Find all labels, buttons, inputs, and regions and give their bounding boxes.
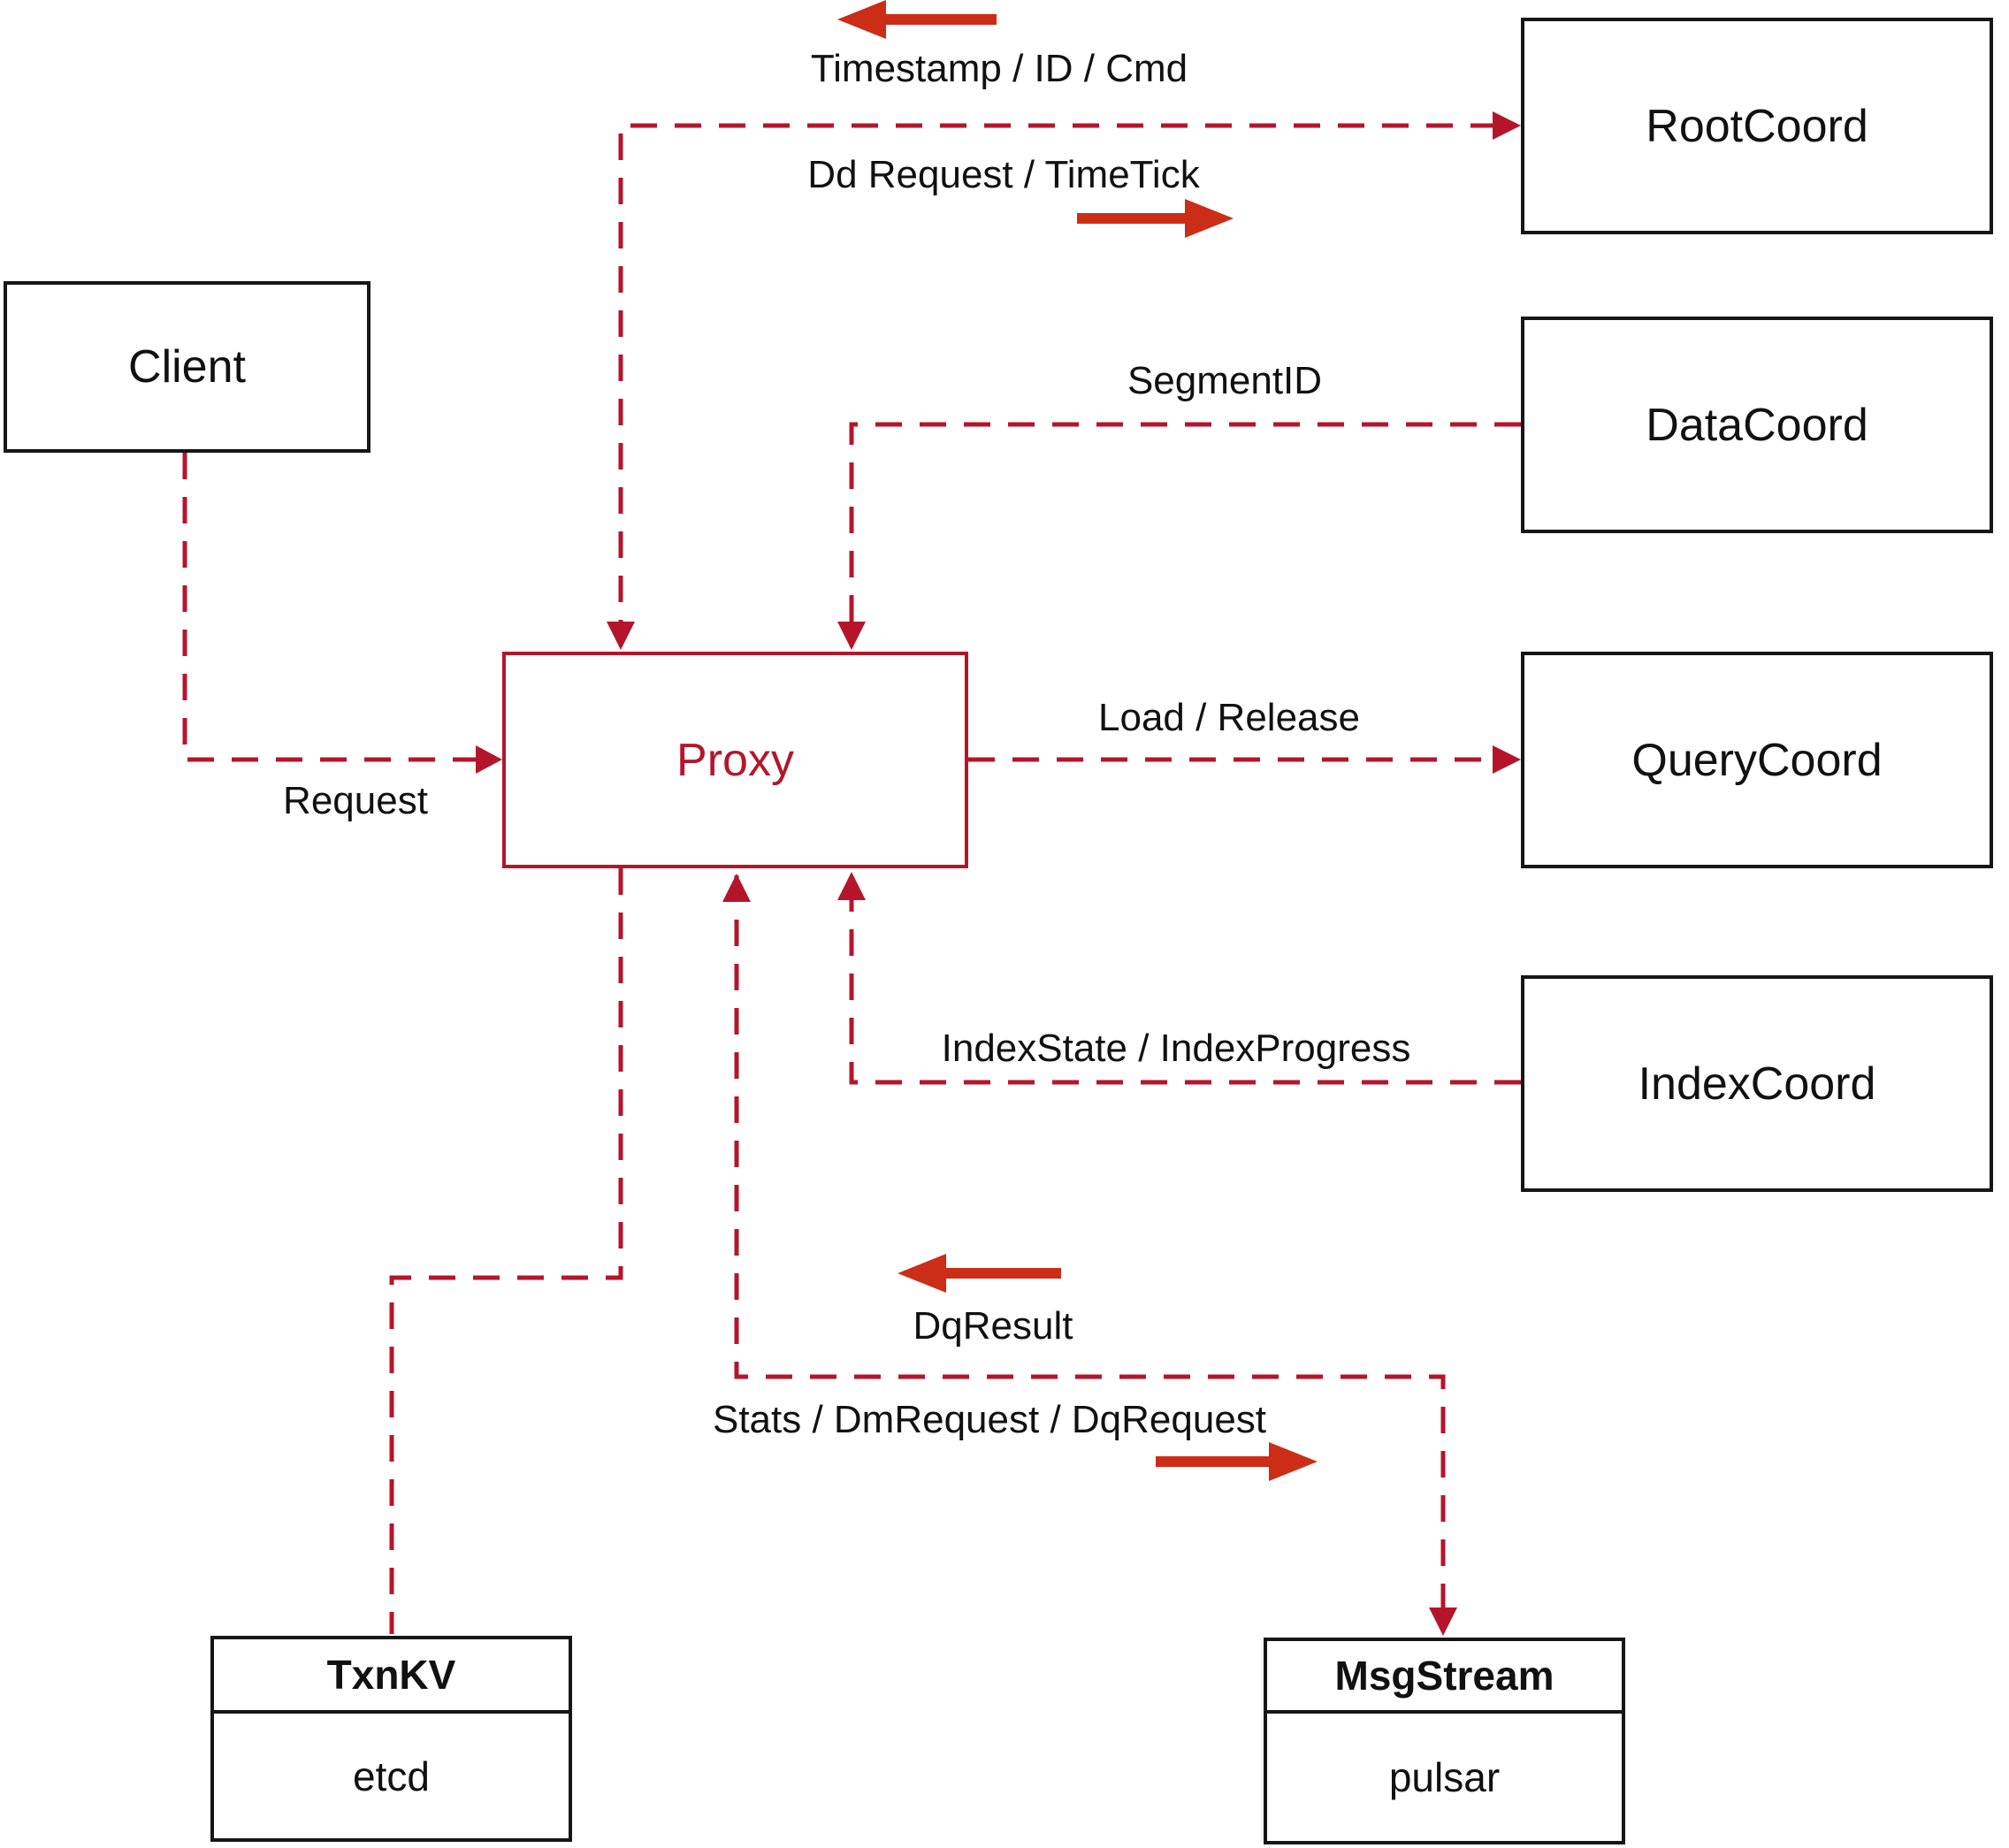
arrowhead-into-proxy-top-left-icon [607,622,635,650]
edge-label-load-release: Load / Release [1098,696,1360,739]
edge-label-request: Request [283,779,428,822]
msgstream-store: MsgStream pulsar [1264,1638,1625,1844]
arrowhead-into-proxy-top-right-icon [837,622,866,650]
edge-proxy-rootcoord-line [618,123,1493,646]
edge-label-segment-id: SegmentID [1127,359,1323,402]
rootcoord-node: RootCoord [1521,18,1993,234]
arrowhead-into-msgstream-icon [1429,1607,1457,1636]
arrowhead-into-proxy-bottom-middle-icon [722,874,751,902]
flow-arrow-right-stats-icon [1156,1442,1318,1481]
proxy-node-label: Proxy [676,734,794,786]
arrowhead-into-rootcoord-icon [1493,111,1521,140]
indexcoord-node-label: IndexCoord [1638,1058,1876,1110]
edge-proxy-msgstream-line [734,875,1446,1630]
edge-proxy-txnkv-line [389,868,623,1634]
txnkv-store-title: TxnKV [214,1639,569,1714]
edge-label-dq-result: DqResult [913,1304,1073,1348]
flow-arrow-left-timestamp-icon [837,0,997,39]
txnkv-impl-text: etcd [353,1753,430,1799]
proxy-node: Proxy [502,652,968,868]
edge-label-timestamp-id-cmd: Timestamp / ID / Cmd [810,47,1188,90]
client-node: Client [4,281,370,453]
msgstream-title-text: MsgStream [1334,1653,1554,1699]
edge-label-index-state-progress: IndexState / IndexProgress [941,1027,1411,1070]
msgstream-store-title: MsgStream [1267,1641,1622,1714]
arrowhead-into-proxy-left-icon [476,745,502,774]
edge-indexcoord-proxy-line [849,874,1521,1085]
querycoord-node-label: QueryCoord [1631,734,1883,786]
edge-client-proxy-line [182,453,476,762]
msgstream-impl-text: pulsar [1388,1754,1501,1800]
arrowhead-into-proxy-bottom-right-icon [837,872,866,900]
datacoord-node: DataCoord [1521,317,1993,533]
querycoord-node: QueryCoord [1521,652,1993,868]
arrowhead-into-querycoord-icon [1493,745,1521,774]
rootcoord-node-label: RootCoord [1646,100,1868,152]
client-node-label: Client [128,341,246,393]
flow-arrow-left-dqresult-icon [898,1254,1061,1293]
edge-label-dd-request-timetick: Dd Request / TimeTick [807,153,1200,196]
txnkv-title-text: TxnKV [326,1652,456,1698]
flow-arrow-right-ddrequest-icon [1077,199,1234,238]
txnkv-store-impl: etcd [214,1714,569,1838]
edge-label-stats-dm-dq: Stats / DmRequest / DqRequest [712,1398,1267,1441]
edge-datacoord-proxy-line [849,422,1521,646]
datacoord-node-label: DataCoord [1646,399,1868,451]
indexcoord-node: IndexCoord [1521,975,1993,1192]
msgstream-store-impl: pulsar [1267,1714,1622,1841]
txnkv-store: TxnKV etcd [210,1636,572,1842]
